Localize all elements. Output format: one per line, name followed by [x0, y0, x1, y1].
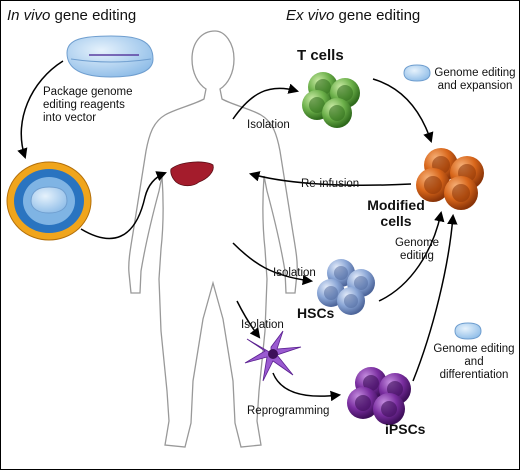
heading-ex-vivo-rest: gene editing	[334, 7, 421, 24]
arrow-tcells-to-modified	[372, 78, 434, 143]
genome-editing-reagent-small-1	[403, 64, 431, 82]
arrow-fibroblast-to-ipscs	[272, 372, 342, 402]
label-isolation-hscs: Isolation	[273, 267, 316, 279]
modified-cells-cluster	[416, 148, 484, 210]
heading-ex-vivo: Ex vivo gene editing	[286, 7, 420, 24]
label-modified-cells: Modified cells	[367, 197, 425, 229]
ipscs-cluster	[347, 367, 411, 425]
heading-ex-vivo-italic: Ex vivo	[286, 7, 335, 24]
arrow-body-to-tcells	[232, 83, 300, 120]
heading-in-vivo-rest: gene editing	[50, 7, 137, 24]
arrow-vector-to-body	[80, 171, 167, 240]
label-isolation-t-cells: Isolation	[247, 119, 290, 131]
viral-vector-particle	[6, 161, 92, 241]
arrow-body-to-hscs	[232, 242, 314, 286]
label-hscs: HSCs	[297, 305, 335, 321]
label-reprogramming: Reprogramming	[247, 405, 330, 417]
heading-in-vivo: In vivo gene editing	[7, 7, 136, 24]
label-genome-editing: Genome editing	[394, 237, 440, 262]
label-genome-editing-differentiation: Genome editing and differentiation	[433, 343, 515, 381]
t-cells-cluster	[302, 72, 360, 128]
genome-editing-reagent-large	[66, 35, 154, 78]
genome-editing-reagent-small-2	[454, 322, 482, 340]
arrow-ipscs-to-modified	[412, 213, 458, 382]
label-genome-editing-expansion: Genome editing and expansion	[434, 67, 516, 92]
arrow-body-to-fibroblast	[236, 300, 261, 339]
heading-in-vivo-italic: In vivo	[7, 7, 51, 24]
arrow-hscs-to-modified	[378, 210, 445, 302]
label-package-reagents: Package genome editing reagents into vec…	[43, 86, 133, 124]
liver	[170, 161, 214, 187]
label-ipscs: iPSCs	[385, 421, 426, 437]
arrow-reagent-to-vector	[17, 60, 64, 159]
label-reinfusion: Re-infusion	[301, 178, 360, 190]
hscs-cluster	[317, 259, 375, 315]
label-isolation-ipscs: Isolation	[241, 319, 284, 331]
human-body-outline	[128, 30, 298, 448]
fibroblast-cell	[244, 330, 302, 382]
arrow-reinfusion	[248, 171, 412, 186]
label-t-cells: T cells	[297, 47, 344, 64]
